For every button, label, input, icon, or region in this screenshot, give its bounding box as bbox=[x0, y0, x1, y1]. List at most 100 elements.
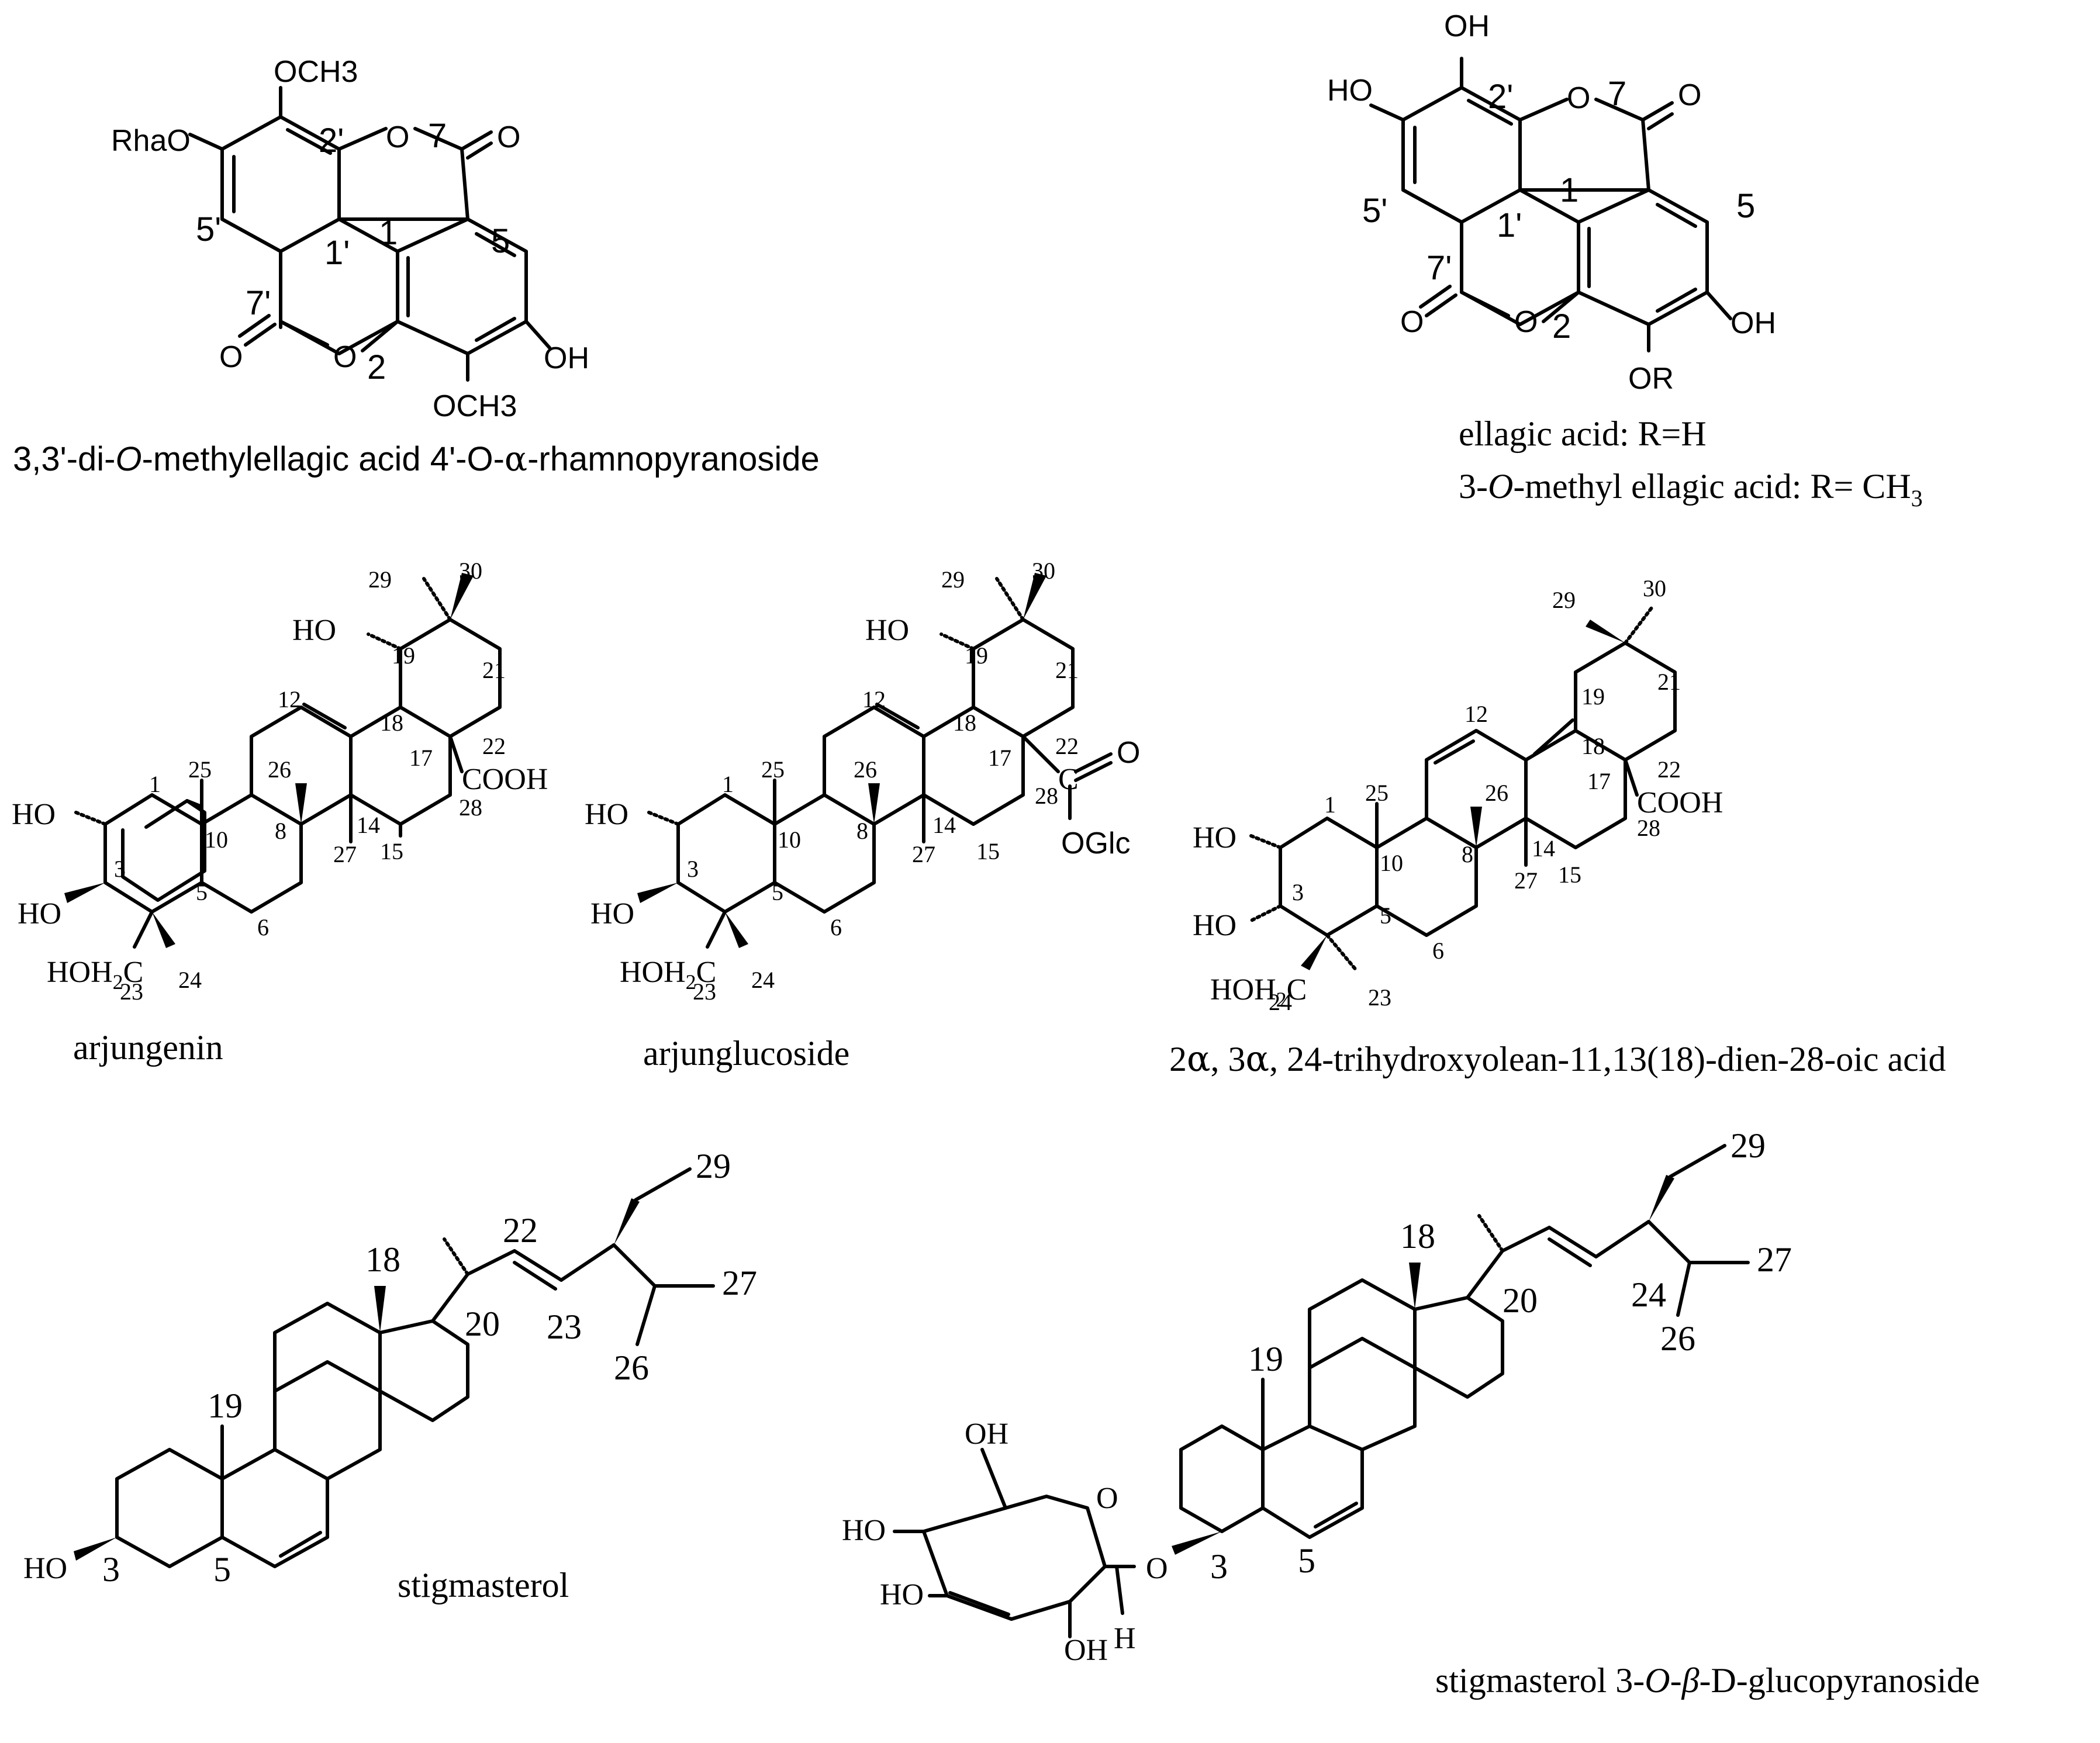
atom-hoh2c: HOH2C bbox=[1210, 973, 1307, 1011]
locant: 19 bbox=[1248, 1340, 1283, 1378]
locant: 3 bbox=[1210, 1547, 1228, 1586]
atom-ho19: HO bbox=[865, 614, 909, 647]
locant: 27 bbox=[912, 841, 935, 867]
atom-rhao: RhaO bbox=[111, 124, 191, 158]
locant: 22 bbox=[482, 733, 506, 759]
locant: 3 bbox=[687, 856, 699, 882]
locant: 12 bbox=[862, 686, 886, 713]
atom-cooh: COOH bbox=[462, 763, 548, 796]
locant: 28 bbox=[459, 794, 482, 821]
locant: 26 bbox=[268, 756, 291, 783]
locant: 29 bbox=[1731, 1126, 1766, 1165]
caption-arjungenin: arjungenin bbox=[73, 1028, 223, 1067]
locant: 6 bbox=[1432, 938, 1444, 964]
locant: 5 bbox=[491, 222, 510, 260]
locant: 30 bbox=[1643, 575, 1666, 601]
locant: 1 bbox=[379, 214, 398, 252]
locant: 20 bbox=[1503, 1281, 1538, 1320]
locant: 29 bbox=[1552, 587, 1576, 613]
locant: 21 bbox=[1657, 669, 1681, 695]
locant: 22 bbox=[503, 1211, 538, 1250]
locant: 17 bbox=[988, 745, 1011, 771]
atom-ho4: HO bbox=[842, 1514, 886, 1547]
locant: 5' bbox=[196, 210, 221, 248]
locant: 25 bbox=[761, 756, 785, 783]
locant: 23 bbox=[693, 978, 716, 1005]
atom-och3-top: OCH3 bbox=[274, 55, 358, 89]
locant: 7' bbox=[1427, 249, 1452, 287]
locant: 19 bbox=[965, 642, 988, 669]
atom-ho19: HO bbox=[292, 614, 336, 647]
locant: 2' bbox=[319, 122, 344, 160]
locant: 14 bbox=[357, 812, 380, 838]
atom-oh6: OH bbox=[965, 1417, 1008, 1451]
atom-ho-left: HO bbox=[1327, 74, 1373, 108]
locant: 3 bbox=[1292, 879, 1304, 905]
locant: 26 bbox=[1485, 780, 1508, 806]
locant: 29 bbox=[696, 1147, 731, 1185]
locant: 8 bbox=[856, 818, 868, 844]
locant: 30 bbox=[1032, 558, 1055, 584]
atom-ring-o1: O bbox=[386, 120, 409, 154]
locant: 18 bbox=[1581, 733, 1605, 759]
locant: 18 bbox=[365, 1240, 400, 1279]
locant: 7' bbox=[246, 284, 271, 322]
atom-h: H bbox=[1114, 1622, 1136, 1655]
caption-arjunglucoside: arjunglucoside bbox=[643, 1034, 849, 1073]
locant: 19 bbox=[392, 642, 415, 669]
locant: 7 bbox=[428, 117, 447, 155]
atom-ring-o: O bbox=[1096, 1482, 1118, 1515]
locant: 10 bbox=[778, 826, 801, 853]
atom-glyco-o: O bbox=[1146, 1552, 1168, 1585]
caption-ellagic-acid: ellagic acid: R=H bbox=[1459, 414, 1707, 453]
locant: 29 bbox=[368, 566, 392, 593]
locant: 15 bbox=[380, 838, 403, 864]
structure-arjunglucoside: HO HO HO HOH2C C O OGlc 29 30 21 19 12 1… bbox=[585, 558, 1140, 1073]
locant: 24 bbox=[1269, 989, 1292, 1015]
locant: 22 bbox=[1657, 756, 1681, 783]
locant: 27 bbox=[333, 841, 357, 867]
locant: 3 bbox=[102, 1550, 120, 1589]
locant: 25 bbox=[188, 756, 212, 783]
locant: 1 bbox=[1560, 171, 1579, 209]
locant: 12 bbox=[278, 686, 301, 713]
locant: 5 bbox=[213, 1550, 231, 1589]
structure-dimethylellagic-rhamnoside: OCH3 RhaO O O O O OH OCH3 2' 7 1 5 5' 1'… bbox=[13, 55, 820, 479]
locant: 3 bbox=[114, 856, 126, 882]
atom-hoh2c: HOH2C bbox=[620, 956, 716, 994]
atom-oh-top: OH bbox=[1444, 9, 1490, 43]
locant: 24 bbox=[1631, 1275, 1666, 1314]
atom-och3-bottom: OCH3 bbox=[433, 389, 517, 423]
locant: 18 bbox=[953, 710, 976, 736]
atom-ho2: HO bbox=[1193, 821, 1236, 855]
locant: 29 bbox=[941, 566, 965, 593]
atom-hoh2c: HOH2C bbox=[47, 956, 143, 994]
atom-ho3: HO bbox=[18, 897, 61, 931]
locant: 15 bbox=[976, 838, 1000, 864]
locant: 23 bbox=[120, 978, 143, 1005]
atom-ho2: HO bbox=[12, 798, 56, 831]
locant: 26 bbox=[1660, 1319, 1695, 1358]
locant: 10 bbox=[205, 826, 228, 853]
locant: 6 bbox=[830, 914, 842, 940]
locant: 25 bbox=[1365, 780, 1389, 806]
atom-ho: HO bbox=[23, 1552, 67, 1585]
locant: 19 bbox=[1581, 683, 1605, 710]
locant: 14 bbox=[932, 812, 956, 838]
caption-stigmasterol: stigmasterol bbox=[398, 1566, 569, 1604]
atom-ring-o1: O bbox=[1567, 81, 1590, 115]
caption-trihydroxyolean-dienoic-acid: 2α, 3α, 24-trihydroxyolean-11,13(18)-die… bbox=[1169, 1039, 1946, 1080]
structure-stigmasterol: HO 29 22 18 20 23 27 19 26 3 5 stigmaste… bbox=[23, 1147, 757, 1604]
locant: 23 bbox=[547, 1308, 582, 1346]
locant: 1 bbox=[722, 771, 734, 797]
locant: 28 bbox=[1035, 783, 1058, 809]
locant: 17 bbox=[409, 745, 433, 771]
atom-ho2: HO bbox=[585, 798, 628, 831]
locant: 5 bbox=[196, 879, 208, 905]
atom-ho3: HO bbox=[880, 1578, 924, 1611]
locant: 19 bbox=[208, 1386, 243, 1425]
locant: 5 bbox=[1298, 1541, 1315, 1580]
atom-carbonyl-o2: O bbox=[219, 340, 243, 374]
